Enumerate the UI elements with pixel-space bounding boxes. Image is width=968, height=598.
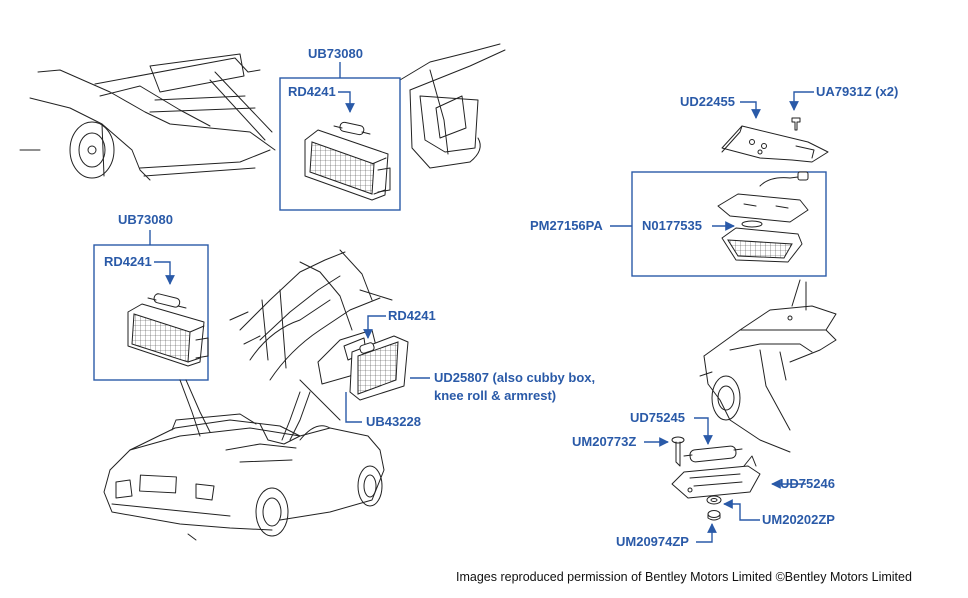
label-ud25807-line2: knee roll & armrest) (434, 388, 556, 403)
label-um20773z: UM20773Z (572, 434, 636, 449)
grommet-um20202zp (706, 495, 722, 505)
label-ub73080-left: UB73080 (118, 212, 173, 227)
boot-lamp-left (127, 293, 209, 367)
label-ua7931z: UA7931Z (x2) (816, 84, 898, 99)
label-pm27156pa: PM27156PA (530, 218, 603, 233)
ub73080-left-box (93, 244, 209, 381)
nut-um20974zp (707, 510, 721, 521)
screw-um20773z (671, 436, 685, 467)
label-ub73080-top: UB73080 (308, 46, 363, 61)
mounting-plate-ud22455 (721, 117, 829, 163)
label-ud75245: UD75245 (630, 410, 685, 425)
label-ud22455: UD22455 (680, 94, 735, 109)
boot-lamp-top (304, 121, 391, 201)
convertible-car-illustration (103, 379, 385, 541)
lamp-housing-pm27156pa (717, 171, 809, 263)
label-ud75246: UD75246 (780, 476, 835, 491)
label-um20202zp: UM20202ZP (762, 512, 835, 527)
festoon-bulb-top (333, 121, 371, 136)
boot-interior-illustration (399, 43, 506, 169)
copyright-credit: Images reproduced permission of Bentley … (456, 570, 912, 584)
label-ub43228: UB43228 (366, 414, 421, 429)
car-rear-boot-illustration (699, 279, 837, 453)
label-rd4241-left: RD4241 (104, 254, 152, 269)
pm27156pa-box (631, 171, 827, 277)
label-rd4241-top: RD4241 (288, 84, 336, 99)
boot-open-illustration (19, 53, 276, 181)
bulb-ud75245 (683, 445, 743, 463)
interior-panel-illustration (229, 249, 393, 421)
lamp-base-ud75246 (671, 455, 761, 499)
label-ud25807-line1: UD25807 (also cubby box, (434, 370, 595, 385)
interior-lamp-ud25807 (317, 329, 409, 401)
festoon-bulb-left (147, 293, 187, 309)
label-um20974zp: UM20974ZP (616, 534, 689, 549)
label-rd4241-mid: RD4241 (388, 308, 436, 323)
label-n0177535: N0177535 (642, 218, 702, 233)
